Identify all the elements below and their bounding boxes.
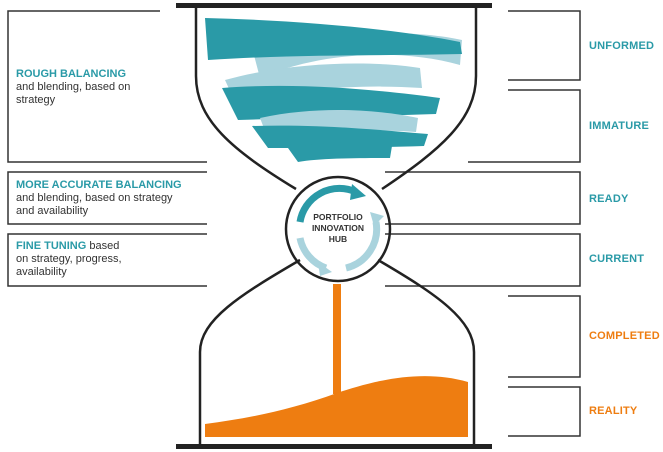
label-text: and blending, based on	[16, 81, 131, 93]
stage-boxes	[385, 10, 581, 437]
label-heading: MORE ACCURATE BALANCING	[16, 179, 182, 191]
label-text: availability	[16, 266, 67, 278]
label-fine-tuning: FINE TUNING based on strategy, progress,…	[16, 240, 122, 279]
label-heading: ROUGH BALANCING	[16, 68, 126, 80]
label-rough-balancing: ROUGH BALANCING and blending, based on s…	[16, 68, 130, 107]
label-text: on strategy, progress,	[16, 253, 122, 265]
stage-ready: READY	[589, 193, 629, 205]
left-label-boxes	[7, 10, 207, 287]
circular-arrows-icon	[296, 184, 384, 276]
hourglass-frame	[194, 6, 478, 446]
label-text: based	[86, 240, 120, 252]
sand	[205, 284, 468, 437]
label-heading: FINE TUNING	[16, 240, 87, 252]
hub-label: PORTFOLIO INNOVATION HUB	[300, 212, 376, 245]
hub-line: HUB	[328, 234, 348, 244]
stage-immature: IMMATURE	[589, 120, 650, 132]
label-text: strategy	[16, 94, 56, 106]
label-more-accurate-balancing: MORE ACCURATE BALANCING and blending, ba…	[16, 179, 182, 218]
swirl	[205, 18, 462, 162]
sand-pile	[205, 376, 468, 437]
label-text: and availability	[16, 205, 89, 217]
bottom-cap	[176, 444, 492, 449]
label-text: and blending, based on strategy	[16, 192, 173, 204]
sand-stream	[333, 284, 341, 394]
stage-current: CURRENT	[589, 253, 645, 265]
hub-line: INNOVATION	[311, 223, 365, 233]
stage-unformed: UNFORMED	[589, 40, 655, 52]
stage-reality: REALITY	[589, 405, 638, 417]
top-cap	[176, 3, 492, 8]
hub-line: PORTFOLIO	[313, 212, 363, 222]
stage-completed: COMPLETED	[589, 330, 660, 342]
